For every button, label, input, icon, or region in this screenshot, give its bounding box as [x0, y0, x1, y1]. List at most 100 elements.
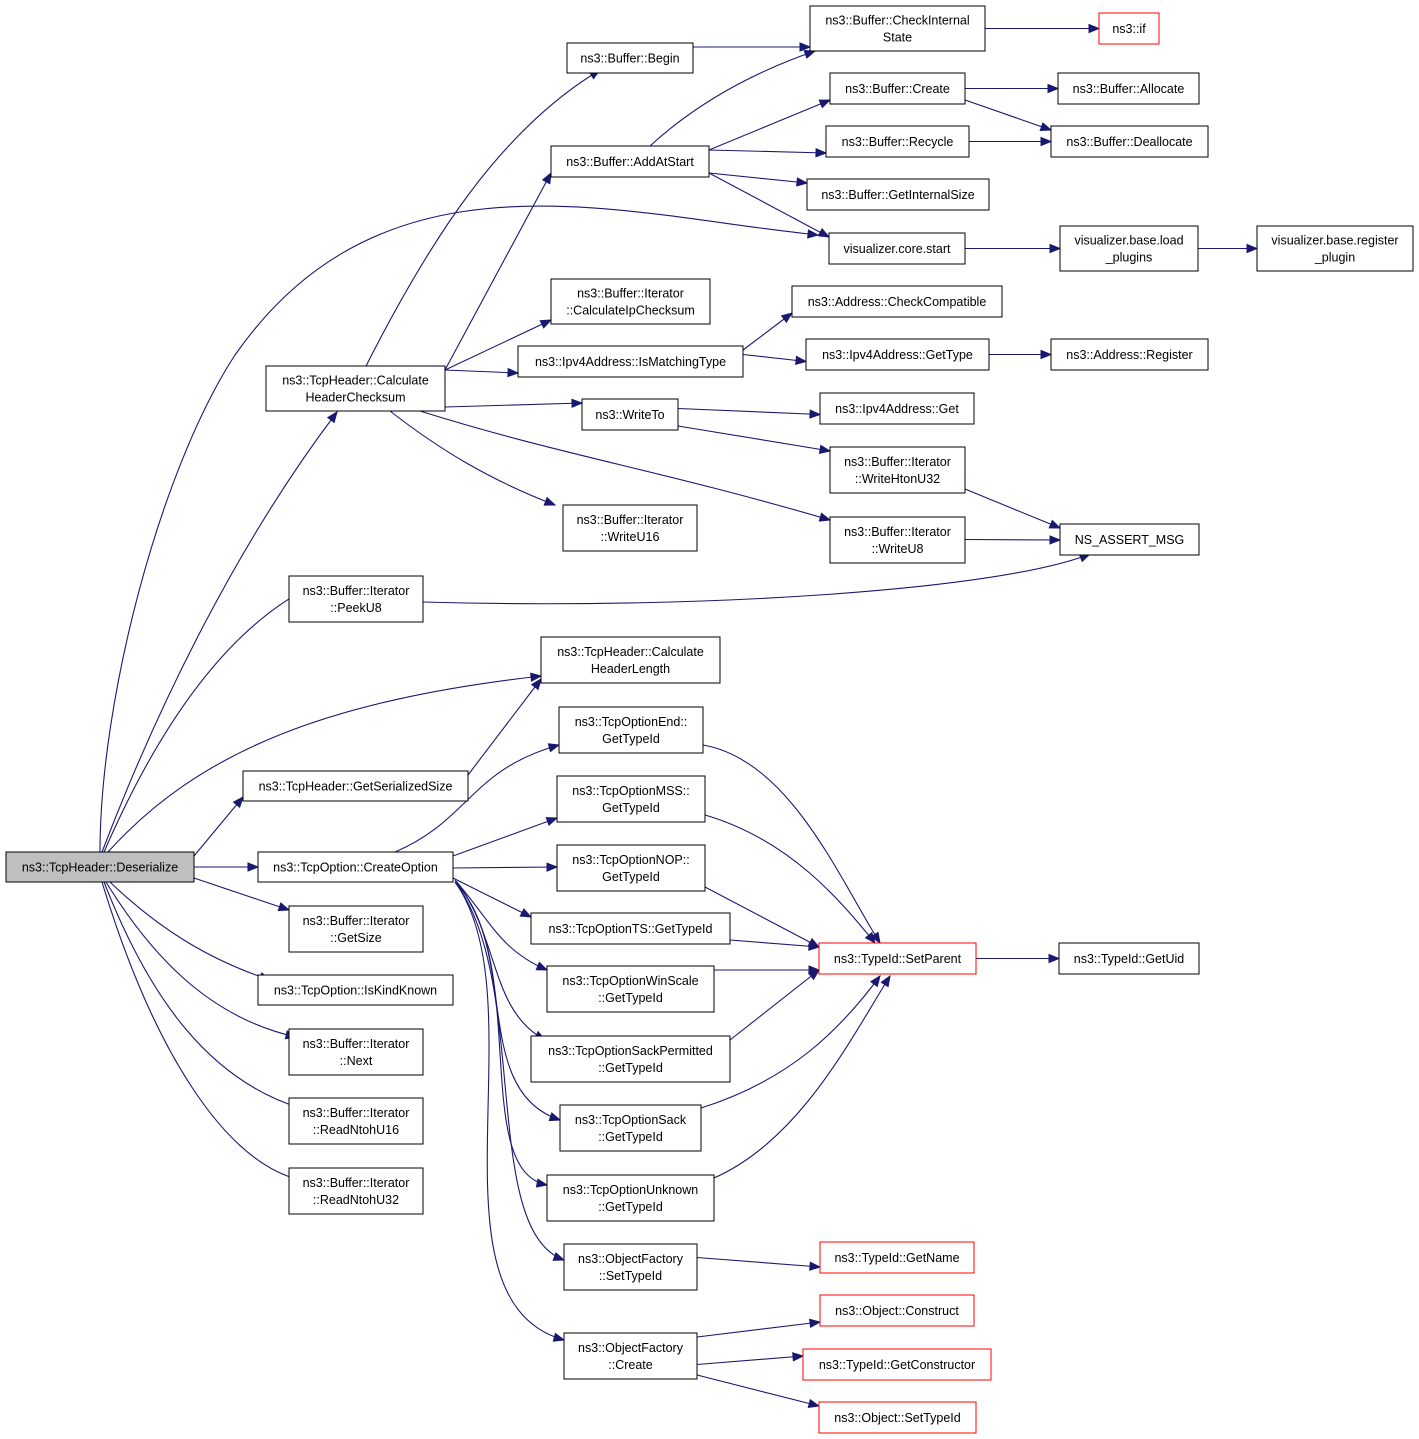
node-opt_ts_gettypeid[interactable]: ns3::TcpOptionTS::GetTypeId: [530, 912, 731, 945]
node-box[interactable]: [802, 1348, 992, 1381]
node-object_construct[interactable]: ns3::Object::Construct: [819, 1294, 975, 1327]
node-box[interactable]: [1058, 942, 1200, 975]
node-box[interactable]: [559, 1104, 702, 1152]
node-address_register[interactable]: ns3::Address::Register: [1050, 338, 1209, 371]
node-opt_nop_gettypeid[interactable]: ns3::TcpOptionNOP::GetTypeId: [556, 844, 706, 892]
node-box[interactable]: [809, 5, 986, 52]
node-box[interactable]: [829, 446, 966, 494]
node-opt_mss_gettypeid[interactable]: ns3::TcpOptionMSS::GetTypeId: [556, 775, 706, 823]
node-box[interactable]: [540, 636, 721, 684]
node-typeid_getconstructor[interactable]: ns3::TypeId::GetConstructor: [802, 1348, 992, 1381]
node-box[interactable]: [530, 912, 731, 945]
node-box[interactable]: [1050, 338, 1209, 371]
node-vis_register_plugin[interactable]: visualizer.base.register_plugin: [1256, 225, 1414, 272]
node-box[interactable]: [288, 575, 424, 623]
node-box[interactable]: [581, 398, 679, 431]
node-box[interactable]: [546, 1174, 715, 1222]
node-box[interactable]: [819, 1294, 975, 1327]
node-box[interactable]: [242, 770, 469, 802]
node-buffer_begin[interactable]: ns3::Buffer::Begin: [566, 42, 694, 74]
node-read_ntoh_u16[interactable]: ns3::Buffer::Iterator::ReadNtohU16: [288, 1097, 424, 1145]
node-opt_sackperm_gettypeid[interactable]: ns3::TcpOptionSackPermitted::GetTypeId: [530, 1035, 731, 1083]
node-write_to[interactable]: ns3::WriteTo: [581, 398, 679, 431]
node-box[interactable]: [1256, 225, 1414, 272]
node-box[interactable]: [1050, 125, 1209, 158]
node-ipv4_get[interactable]: ns3::Ipv4Address::Get: [819, 392, 975, 425]
node-box[interactable]: [1057, 72, 1200, 105]
node-ipv4_get_type[interactable]: ns3::Ipv4Address::GetType: [805, 338, 990, 371]
node-box[interactable]: [563, 1243, 698, 1291]
node-box[interactable]: [1059, 523, 1200, 556]
node-objfactory_settypeid[interactable]: ns3::ObjectFactory::SetTypeId: [563, 1243, 698, 1291]
node-iter_get_size[interactable]: ns3::Buffer::Iterator::GetSize: [288, 905, 424, 953]
node-box[interactable]: [556, 844, 706, 892]
node-iter_next[interactable]: ns3::Buffer::Iterator::Next: [288, 1028, 424, 1076]
node-write_hton_u32[interactable]: ns3::Buffer::Iterator::WriteHtonU32: [829, 446, 966, 494]
node-opt_winscale_gettypeid[interactable]: ns3::TcpOptionWinScale::GetTypeId: [546, 965, 715, 1013]
node-vis_core_start[interactable]: visualizer.core.start: [828, 232, 966, 265]
node-box[interactable]: [546, 965, 715, 1013]
node-deserialize[interactable]: ns3::TcpHeader::Deserialize: [5, 851, 195, 883]
node-box[interactable]: [288, 1167, 424, 1215]
node-box[interactable]: [288, 1097, 424, 1145]
node-calc_ip_cksum[interactable]: ns3::Buffer::Iterator::CalculateIpChecks…: [550, 278, 711, 325]
node-peek_u8[interactable]: ns3::Buffer::Iterator::PeekU8: [288, 575, 424, 623]
node-write_u16[interactable]: ns3::Buffer::Iterator::WriteU16: [562, 504, 698, 552]
node-box[interactable]: [825, 125, 970, 158]
node-ns3_if[interactable]: ns3::if: [1098, 12, 1160, 45]
node-write_u8[interactable]: ns3::Buffer::Iterator::WriteU8: [829, 516, 966, 564]
node-box[interactable]: [550, 145, 710, 178]
node-box[interactable]: [5, 851, 195, 883]
node-vis_load_plugins[interactable]: visualizer.base.load_plugins: [1059, 225, 1199, 272]
node-is_matching_type[interactable]: ns3::Ipv4Address::IsMatchingType: [517, 345, 744, 378]
node-box[interactable]: [829, 72, 966, 105]
node-object_settypeid[interactable]: ns3::Object::SetTypeId: [818, 1401, 977, 1434]
node-box[interactable]: [288, 1028, 424, 1076]
node-get_serialized_size[interactable]: ns3::TcpHeader::GetSerializedSize: [242, 770, 469, 802]
node-box[interactable]: [566, 42, 694, 74]
node-box[interactable]: [265, 365, 446, 412]
node-typeid_setparent[interactable]: ns3::TypeId::SetParent: [818, 942, 977, 975]
node-box[interactable]: [257, 974, 454, 1006]
node-is_kind_known[interactable]: ns3::TcpOption::IsKindKnown: [257, 974, 454, 1006]
node-opt_end_gettypeid[interactable]: ns3::TcpOptionEnd::GetTypeId: [558, 706, 704, 754]
node-buffer_recycle[interactable]: ns3::Buffer::Recycle: [825, 125, 970, 158]
node-check_compatible[interactable]: ns3::Address::CheckCompatible: [791, 285, 1003, 318]
node-opt_sack_gettypeid[interactable]: ns3::TcpOptionSack::GetTypeId: [559, 1104, 702, 1152]
node-box[interactable]: [818, 1401, 977, 1434]
node-box[interactable]: [556, 775, 706, 823]
node-box[interactable]: [1059, 225, 1199, 272]
node-typeid_getuid[interactable]: ns3::TypeId::GetUid: [1058, 942, 1200, 975]
node-box[interactable]: [517, 345, 744, 378]
node-box[interactable]: [558, 706, 704, 754]
node-box[interactable]: [550, 278, 711, 325]
node-get_internal_size[interactable]: ns3::Buffer::GetInternalSize: [806, 178, 990, 211]
node-add_at_start[interactable]: ns3::Buffer::AddAtStart: [550, 145, 710, 178]
node-box[interactable]: [563, 1332, 698, 1380]
node-box[interactable]: [1098, 12, 1160, 45]
node-box[interactable]: [819, 1241, 975, 1274]
node-read_ntoh_u32[interactable]: ns3::Buffer::Iterator::ReadNtohU32: [288, 1167, 424, 1215]
node-buffer_deallocate[interactable]: ns3::Buffer::Deallocate: [1050, 125, 1209, 158]
node-box[interactable]: [562, 504, 698, 552]
node-opt_unknown_gettypeid[interactable]: ns3::TcpOptionUnknown::GetTypeId: [546, 1174, 715, 1222]
node-box[interactable]: [829, 516, 966, 564]
node-objfactory_create[interactable]: ns3::ObjectFactory::Create: [563, 1332, 698, 1380]
node-box[interactable]: [257, 851, 454, 883]
node-buffer_allocate[interactable]: ns3::Buffer::Allocate: [1057, 72, 1200, 105]
node-box[interactable]: [791, 285, 1003, 318]
node-box[interactable]: [530, 1035, 731, 1083]
node-typeid_getname[interactable]: ns3::TypeId::GetName: [819, 1241, 975, 1274]
node-box[interactable]: [819, 392, 975, 425]
node-buffer_create[interactable]: ns3::Buffer::Create: [829, 72, 966, 105]
node-box[interactable]: [818, 942, 977, 975]
node-ns_assert_msg[interactable]: NS_ASSERT_MSG: [1059, 523, 1200, 556]
node-box[interactable]: [806, 178, 990, 211]
node-box[interactable]: [828, 232, 966, 265]
node-box[interactable]: [288, 905, 424, 953]
node-create_option[interactable]: ns3::TcpOption::CreateOption: [257, 851, 454, 883]
node-box[interactable]: [805, 338, 990, 371]
